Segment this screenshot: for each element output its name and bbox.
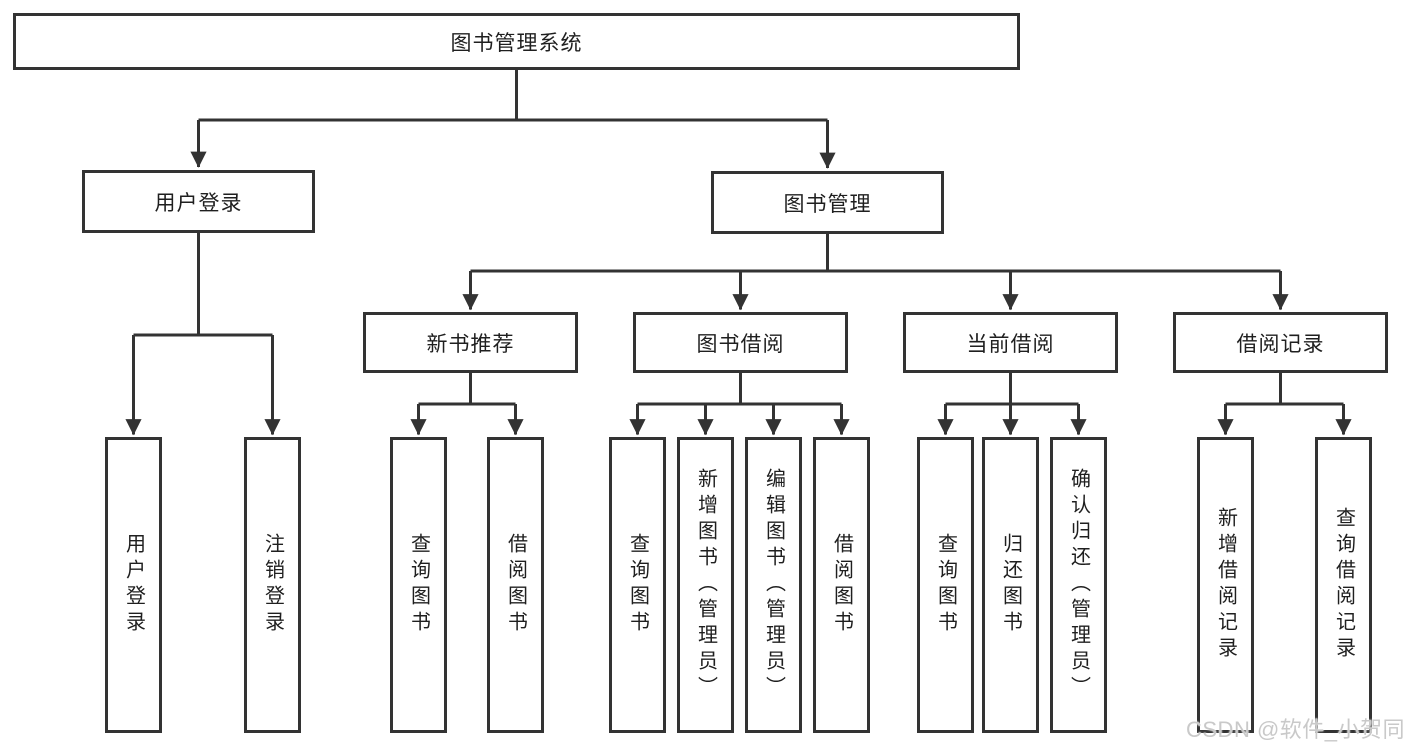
leaf-add-book-admin: 新增图书（管理员） [677, 437, 734, 733]
leaf-query-book-1: 查询图书 [390, 437, 447, 733]
leaf-confirm-return-admin: 确认归还（管理员） [1050, 437, 1107, 733]
node-book-management: 图书管理 [711, 171, 944, 234]
node-library-management-system: 图书管理系统 [13, 13, 1020, 70]
node-user-login: 用户登录 [82, 170, 315, 233]
leaf-add-borrow-record: 新增借阅记录 [1197, 437, 1254, 733]
csdn-watermark: CSDN @软件_小贺同学 [1186, 717, 1405, 742]
node-current-borrow: 当前借阅 [903, 312, 1118, 373]
leaf-borrow-book-2: 借阅图书 [813, 437, 870, 733]
node-borrow-record: 借阅记录 [1173, 312, 1388, 373]
leaf-query-borrow-record: 查询借阅记录 [1315, 437, 1372, 733]
leaf-query-book-2: 查询图书 [609, 437, 666, 733]
leaf-logout: 注销登录 [244, 437, 301, 733]
leaf-borrow-book-1: 借阅图书 [487, 437, 544, 733]
leaf-query-book-3: 查询图书 [917, 437, 974, 733]
leaf-return-book: 归还图书 [982, 437, 1039, 733]
node-book-borrow: 图书借阅 [633, 312, 848, 373]
node-new-book-recommend: 新书推荐 [363, 312, 578, 373]
leaf-user-login: 用户登录 [105, 437, 162, 733]
leaf-edit-book-admin: 编辑图书（管理员） [745, 437, 802, 733]
